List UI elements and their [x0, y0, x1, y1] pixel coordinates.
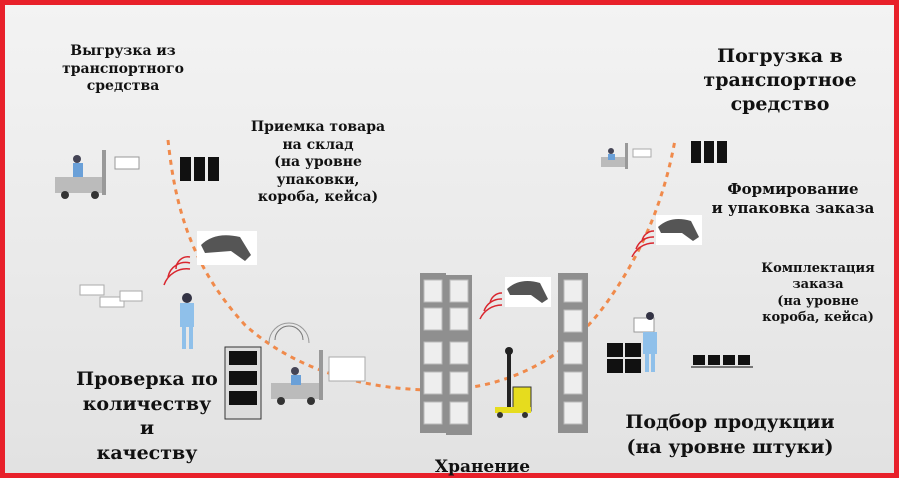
label-line: Приемка товара — [250, 119, 386, 135]
label-inspection: Проверка по количеству и качеству — [67, 367, 227, 466]
label-line: Выгрузка из — [70, 43, 176, 59]
label-line: (на уровне — [274, 154, 362, 170]
barcode-scanner-icon — [197, 231, 257, 265]
reach-truck-icon — [495, 347, 532, 418]
worker-icon — [633, 312, 657, 372]
forklift-icon — [55, 150, 140, 199]
label-line: транспортное — [703, 68, 857, 91]
label-line: (на уровне — [777, 293, 859, 309]
forklift-rfid-icon — [268, 322, 366, 405]
barcode-scanner-icon — [656, 215, 702, 245]
label-line: Погрузка в — [717, 45, 843, 67]
rfid-waves-icon — [631, 230, 655, 258]
label-line: Комплектация — [761, 261, 875, 276]
label-line: Подбор продукции — [625, 411, 835, 433]
label-line: транспортного — [62, 60, 184, 77]
label-packing: Формирование и упаковка заказа — [695, 180, 891, 218]
label-line: качеству — [96, 442, 198, 465]
label-receiving: Приемка товара на склад (на уровне упако… — [238, 119, 398, 207]
label-line: короба, кейса) — [257, 189, 379, 205]
rfid-waves-icon — [163, 256, 191, 286]
label-line: средства — [86, 78, 160, 94]
label-line: на склад — [282, 136, 354, 153]
rack-bins — [423, 279, 583, 425]
label-line: и — [139, 417, 155, 440]
label-picking-item: Подбор продукции (на уровне штуки) — [620, 410, 840, 459]
conveyor-boxes-icon — [691, 355, 753, 368]
label-line: короба, кейса) — [762, 309, 874, 325]
label-picking-case: Комплектация заказа (на уровне короба, к… — [745, 261, 891, 326]
order-boxes-icon — [607, 343, 641, 373]
barcode-scanner-icon — [505, 277, 551, 307]
process-path — [166, 139, 677, 392]
pallet-boxes-icon — [691, 141, 727, 163]
label-line: Формирование — [727, 180, 859, 198]
label-line: (на уровне штуки) — [626, 435, 834, 458]
inspection-rack-icon — [224, 346, 262, 420]
label-loading: Погрузка в транспортное средство — [690, 45, 870, 116]
label-unloading: Выгрузка из транспортного средства — [53, 43, 193, 96]
forklift-icon — [601, 143, 652, 169]
rfid-waves-icon — [479, 292, 503, 320]
label-line: количеству — [82, 392, 212, 415]
label-line: средство — [730, 92, 830, 115]
label-line: заказа — [792, 277, 844, 293]
pallet-boxes-icon — [180, 157, 219, 181]
worker-icon — [180, 293, 194, 349]
label-line: Проверка по — [76, 368, 218, 390]
label-line: упаковки, — [276, 171, 360, 188]
warehouse-illustration — [55, 139, 753, 435]
label-storage: Хранение — [434, 457, 531, 477]
label-line: и упаковка заказа — [711, 198, 875, 217]
pallets-icon — [79, 284, 143, 308]
